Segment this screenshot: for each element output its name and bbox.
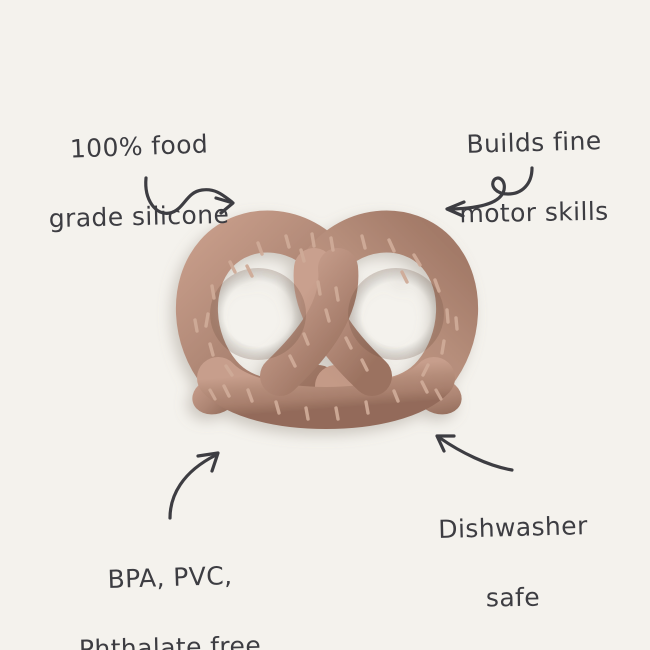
callout-line-1: Builds fine: [466, 126, 602, 159]
product-image-pretzel-teether: [176, 210, 478, 440]
callout-line-2: safe: [485, 582, 541, 613]
squiggle-arrow-right-icon: [144, 176, 235, 215]
callout-bpa-pvc-phthalate-free: BPA, PVC, Phthalate free: [55, 525, 285, 650]
callout-line-1: Dishwasher: [437, 511, 589, 544]
curve-arrow-up-right-icon: [168, 451, 220, 520]
callout-line-1: 100% food: [69, 129, 209, 164]
loop-arrow-left-icon: [445, 166, 534, 218]
callout-line-2: Phthalate free: [78, 631, 262, 650]
callout-line-1: BPA, PVC,: [107, 561, 233, 594]
curve-arrow-up-left-icon: [435, 434, 514, 472]
callout-dishwasher-safe: Dishwasher safe: [408, 475, 618, 650]
